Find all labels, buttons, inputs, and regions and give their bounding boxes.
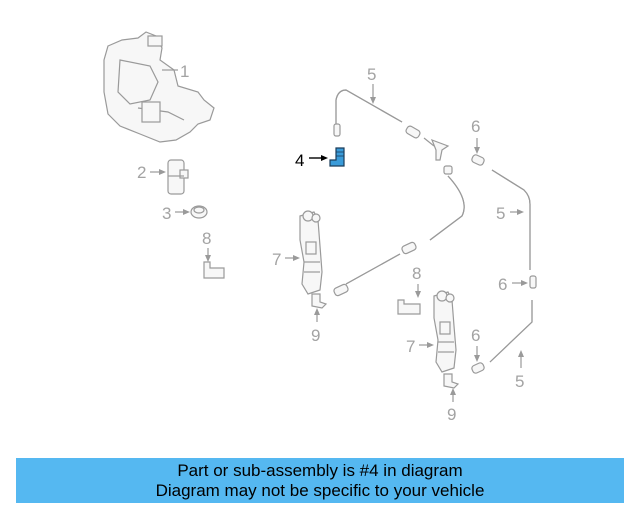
callout-2: 2 xyxy=(137,163,146,182)
callout-5: 5 xyxy=(515,372,524,391)
callout-7: 7 xyxy=(406,337,415,356)
hose-part-5[interactable] xyxy=(429,175,465,241)
callout-6: 6 xyxy=(471,117,480,136)
hose-outline xyxy=(489,300,533,363)
pump-part-2[interactable] xyxy=(167,159,189,195)
callout-7: 7 xyxy=(272,250,281,269)
connector-part-6[interactable] xyxy=(471,362,485,374)
banner-line-disclaimer: Diagram may not be specific to your vehi… xyxy=(155,480,485,500)
connector-part-6[interactable] xyxy=(471,154,485,166)
grommet-part-3[interactable] xyxy=(190,205,208,219)
hose-outline xyxy=(491,169,531,270)
hose-end xyxy=(333,123,341,137)
arrow-icon xyxy=(205,255,211,262)
hose-segment xyxy=(423,137,435,147)
arrow-icon xyxy=(474,355,480,362)
hose-part-5[interactable] xyxy=(335,89,403,124)
arrow-icon xyxy=(521,280,528,286)
callout-4: 4 xyxy=(295,151,304,170)
arrow-icon xyxy=(183,209,190,215)
callout-9: 9 xyxy=(447,405,456,424)
arrow-icon xyxy=(474,147,480,154)
callout-9: 9 xyxy=(311,326,320,345)
connector[interactable] xyxy=(405,125,421,139)
elbow-part-4[interactable] xyxy=(329,147,345,167)
callout-1: 1 xyxy=(180,62,189,81)
callout-8: 8 xyxy=(202,229,211,248)
callout-6: 6 xyxy=(471,326,480,345)
nozzle-part-7[interactable] xyxy=(299,210,323,295)
connector[interactable] xyxy=(333,283,349,297)
hose-part-5[interactable] xyxy=(489,300,533,363)
callout-5: 5 xyxy=(496,204,505,223)
arrow-icon xyxy=(321,155,328,161)
banner-line-part: Part or sub-assembly is #4 in diagram xyxy=(177,460,463,480)
arrow-icon xyxy=(314,308,320,315)
elbow-part-9[interactable] xyxy=(443,373,460,389)
t-connector[interactable] xyxy=(430,138,450,161)
arrow-icon xyxy=(450,388,456,395)
clip-part-8[interactable] xyxy=(203,261,225,279)
connector[interactable] xyxy=(401,241,417,255)
hose-outline xyxy=(345,253,401,285)
arrow-icon xyxy=(293,255,300,261)
parts-diagram: 1 2 3 4 5 6 5 6 xyxy=(103,31,537,424)
arrow-icon xyxy=(517,209,524,215)
hose-outline xyxy=(429,175,465,241)
callout-3: 3 xyxy=(162,204,171,223)
callout-6: 6 xyxy=(498,275,507,294)
nozzle-part-7[interactable] xyxy=(433,290,457,373)
elbow-part-9[interactable] xyxy=(311,293,328,309)
connector-part-6[interactable] xyxy=(529,275,537,289)
info-banner: Part or sub-assembly is #4 in diagram Di… xyxy=(16,458,624,503)
arrow-icon xyxy=(159,169,166,175)
arrow-icon xyxy=(427,342,434,348)
reservoir-part-1[interactable] xyxy=(103,31,215,143)
arrow-icon xyxy=(415,291,421,298)
arrow-icon xyxy=(370,97,376,104)
connector[interactable] xyxy=(443,165,453,175)
clip-part-8[interactable] xyxy=(397,299,421,315)
hose-outline xyxy=(335,89,403,124)
callout-8: 8 xyxy=(412,264,421,283)
callout-5: 5 xyxy=(367,65,376,84)
arrow-icon xyxy=(518,350,524,357)
